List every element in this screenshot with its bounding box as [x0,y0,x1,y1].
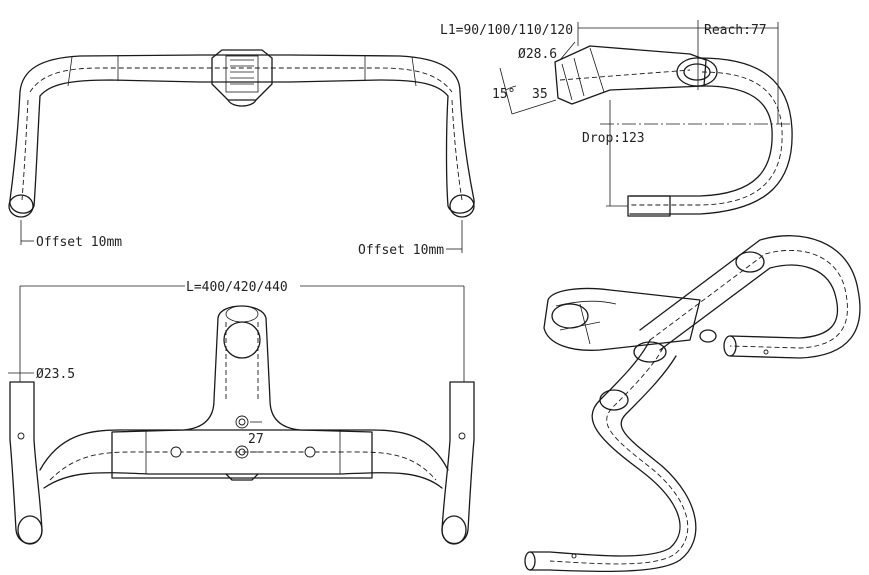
clamp-diameter-label: Ø28.6 [518,47,557,62]
front-view: Offset 10mm Offset 10mm [8,49,475,258]
offset-right-label: Offset 10mm [358,243,444,258]
reach-label: Reach:77 [704,23,767,38]
stem-length-label: L1=90/100/110/120 [440,23,573,38]
stack-label: 35 [532,87,548,102]
grip-diameter-label: Ø23.5 [36,367,75,382]
bolt-spacing-label: 27 [248,432,264,447]
isometric-view [524,235,861,573]
bar-width-label: L=400/420/440 [186,280,288,295]
offset-left-label: Offset 10mm [36,235,122,250]
top-view: L=400/420/440 Ø23.5 27 [8,280,475,545]
side-view: L1=90/100/110/120 Reach:77 Drop:123 Ø28.… [440,20,793,217]
angle-label: 15° [492,87,515,102]
drop-label: Drop:123 [582,131,645,146]
